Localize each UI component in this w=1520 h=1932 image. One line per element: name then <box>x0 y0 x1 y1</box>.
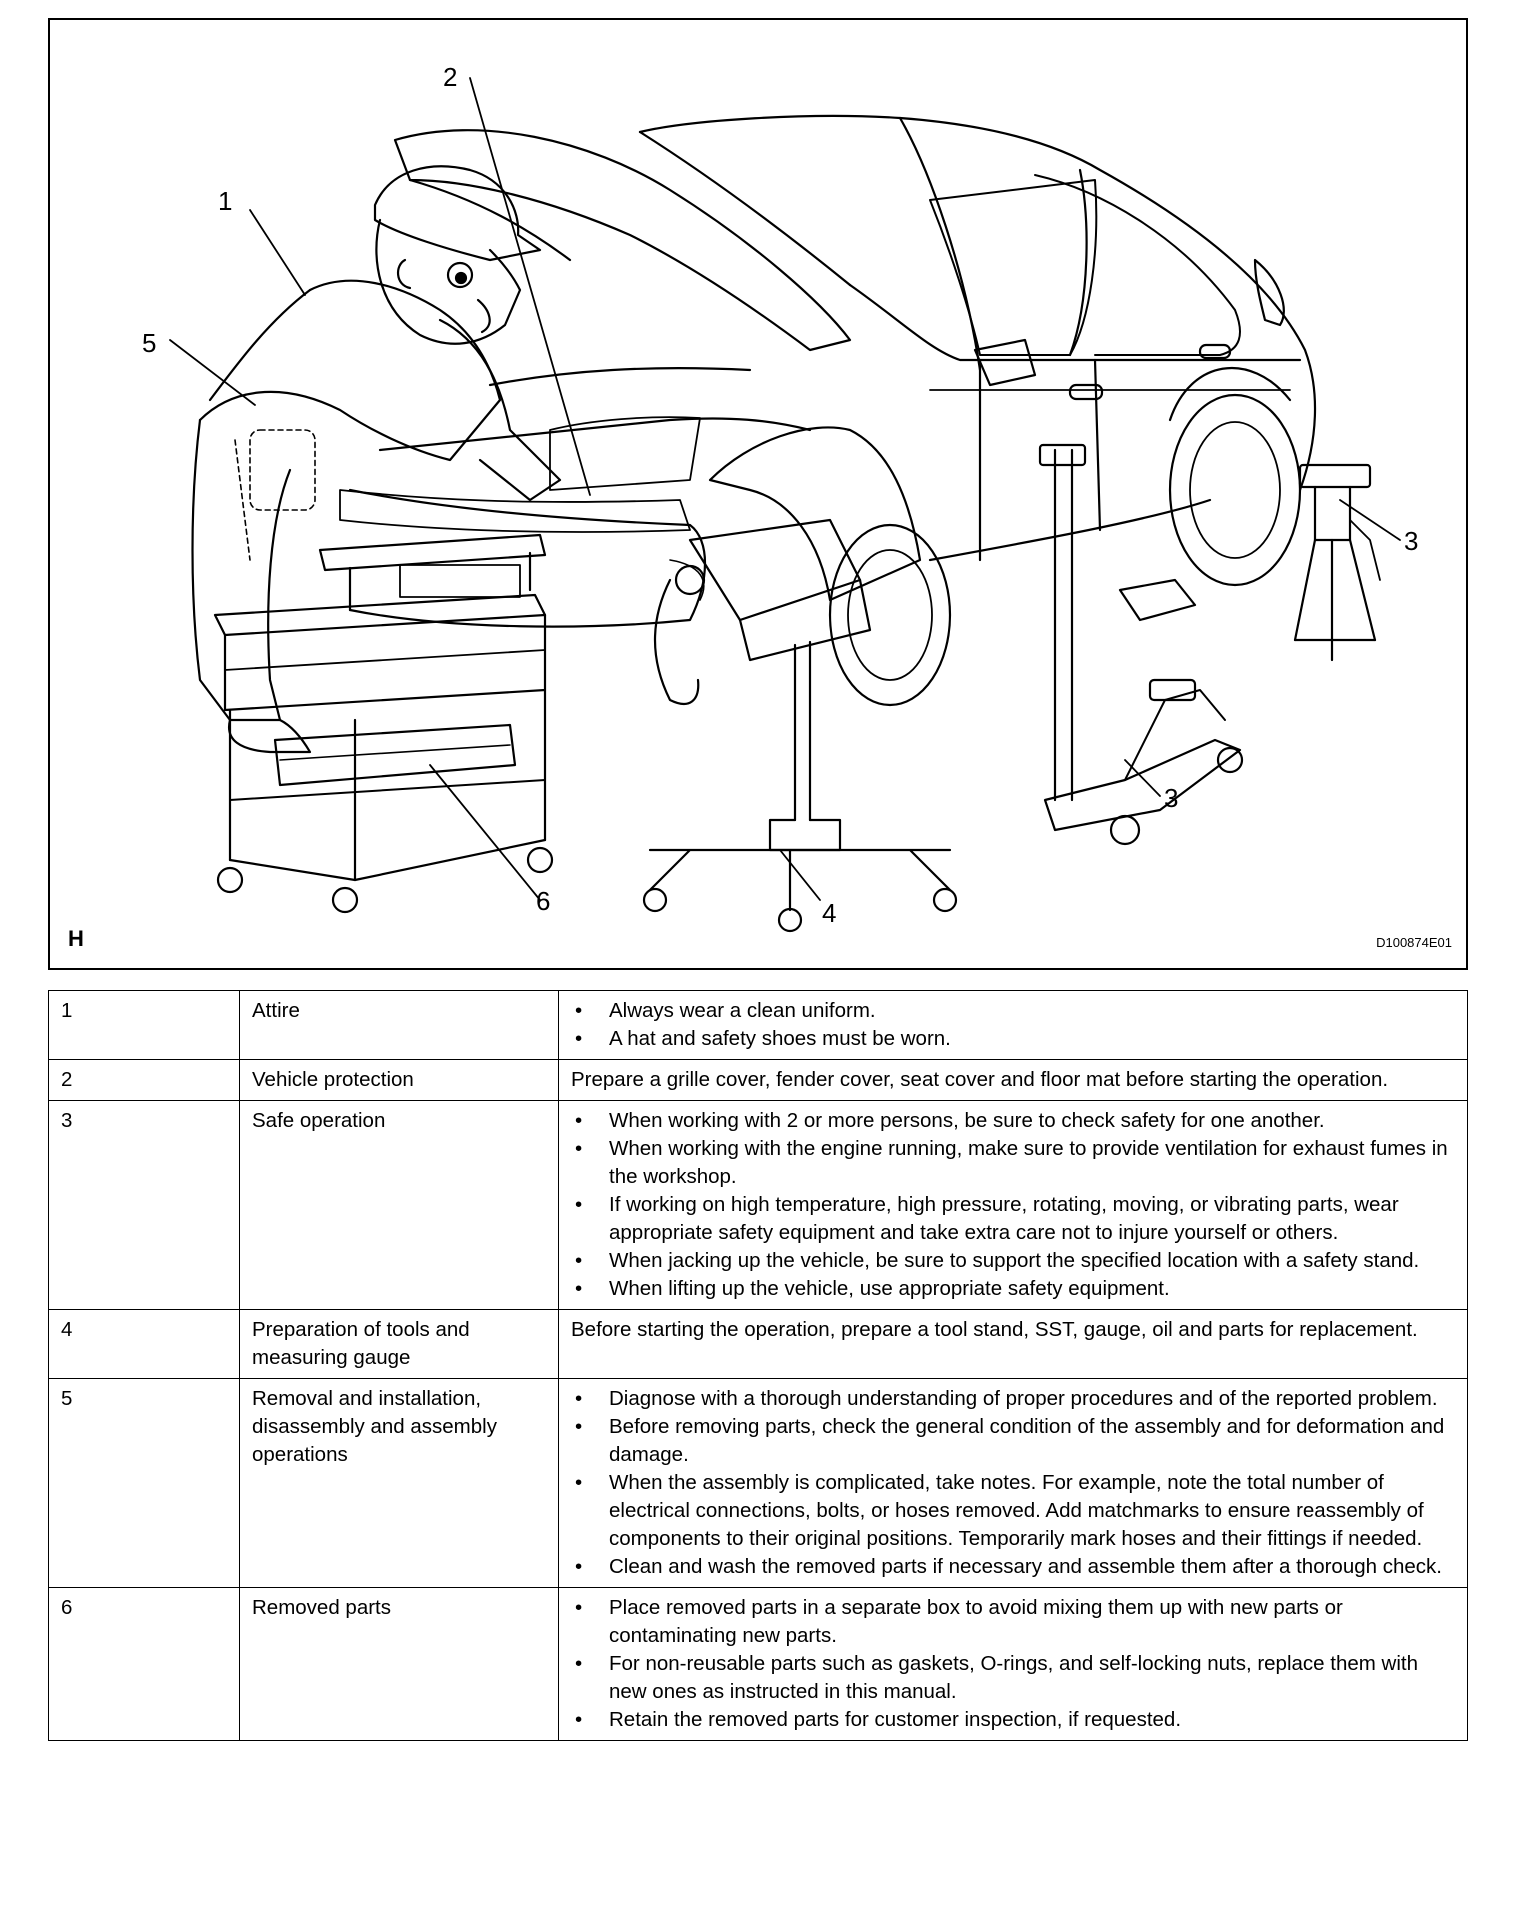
row-number: 3 <box>48 1100 240 1310</box>
row-topic: Preparation of tools and measuring gauge <box>239 1309 559 1379</box>
table-row: 1AttireAlways wear a clean uniform.A hat… <box>48 990 1468 1060</box>
bullet-item: Diagnose with a thorough understanding o… <box>571 1385 1457 1413</box>
callout-4: 4 <box>822 898 837 928</box>
callout-6: 6 <box>536 886 551 916</box>
bullet-item: Always wear a clean uniform. <box>571 997 1457 1025</box>
row-number: 2 <box>48 1059 240 1101</box>
safety-stand-icon <box>1293 463 1381 662</box>
callout-leader-lines <box>169 77 1401 901</box>
bullet-item: When lifting up the vehicle, use appropr… <box>571 1275 1457 1303</box>
bullet-item: For non-reusable parts such as gaskets, … <box>571 1650 1457 1706</box>
bullet-list: Diagnose with a thorough understanding o… <box>571 1385 1457 1581</box>
fender-cover-icon <box>708 426 922 602</box>
grille-cover-icon <box>339 489 691 533</box>
callout-2: 2 <box>443 62 458 92</box>
callout-1: 1 <box>218 186 233 216</box>
row-number: 1 <box>48 990 240 1060</box>
bullet-item: Retain the removed parts for customer in… <box>571 1706 1457 1734</box>
row-description: Always wear a clean uniform.A hat and sa… <box>558 990 1468 1060</box>
tool-cart-icon <box>213 533 554 914</box>
row-description: Before starting the operation, prepare a… <box>558 1309 1468 1379</box>
row-topic: Vehicle protection <box>239 1059 559 1101</box>
parts-tray-icon <box>273 723 517 787</box>
bullet-item: If working on high temperature, high pre… <box>571 1191 1457 1247</box>
bullet-list: Place removed parts in a separate box to… <box>571 1594 1457 1734</box>
car-with-open-hood-icon <box>339 114 1317 707</box>
figure-letter: H <box>68 926 84 951</box>
bullet-list: Always wear a clean uniform.A hat and sa… <box>571 997 1457 1053</box>
row-number: 5 <box>48 1378 240 1588</box>
bullet-item: When jacking up the vehicle, be sure to … <box>571 1247 1457 1275</box>
technician-icon <box>191 165 562 754</box>
description-text: Prepare a grille cover, fender cover, se… <box>571 1068 1389 1091</box>
row-topic: Removed parts <box>239 1587 559 1741</box>
precautions-table: 1AttireAlways wear a clean uniform.A hat… <box>48 990 1468 1741</box>
wheel-chock-icon <box>1118 578 1197 622</box>
bullet-item: Clean and wash the removed parts if nece… <box>571 1553 1457 1581</box>
row-topic: Attire <box>239 990 559 1060</box>
bullet-item: When working with the engine running, ma… <box>571 1135 1457 1191</box>
row-topic: Safe operation <box>239 1100 559 1310</box>
bullet-item: When working with 2 or more persons, be … <box>571 1107 1457 1135</box>
bullet-item: Place removed parts in a separate box to… <box>571 1594 1457 1650</box>
row-description: Prepare a grille cover, fender cover, se… <box>558 1059 1468 1101</box>
row-description: Place removed parts in a separate box to… <box>558 1587 1468 1741</box>
trouble-light-stand-icon <box>642 518 958 933</box>
callout-3-safety-stand: 3 <box>1404 526 1419 556</box>
callout-5: 5 <box>142 328 157 358</box>
floor-jack-icon <box>1038 443 1244 846</box>
figure-code: D100874E01 <box>1376 935 1452 950</box>
bullet-item: When the assembly is complicated, take n… <box>571 1469 1457 1553</box>
row-number: 6 <box>48 1587 240 1741</box>
bullet-item: A hat and safety shoes must be worn. <box>571 1025 1457 1053</box>
row-number: 4 <box>48 1309 240 1379</box>
callout-3-floor-jack: 3 <box>1164 783 1179 813</box>
precautions-table-wrapper: 1AttireAlways wear a clean uniform.A hat… <box>48 990 1468 1741</box>
row-description: Diagnose with a thorough understanding o… <box>558 1378 1468 1588</box>
workshop-illustration: 2 1 5 3 3 4 6 H D100874E01 <box>48 18 1468 970</box>
bullet-item: Before removing parts, check the general… <box>571 1413 1457 1469</box>
row-topic: Removal and installation, disassembly an… <box>239 1378 559 1588</box>
row-description: When working with 2 or more persons, be … <box>558 1100 1468 1310</box>
bullet-list: When working with 2 or more persons, be … <box>571 1107 1457 1303</box>
description-text: Before starting the operation, prepare a… <box>571 1318 1418 1341</box>
illustration-drawing <box>169 77 1401 933</box>
